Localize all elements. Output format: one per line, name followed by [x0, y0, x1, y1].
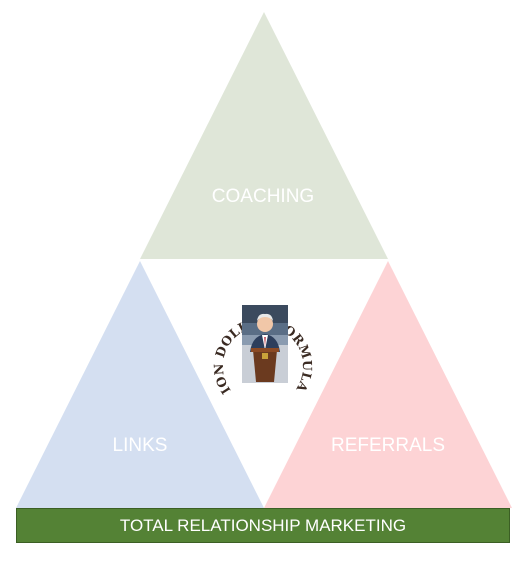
- coaching-label: COACHING: [212, 186, 314, 207]
- speaker-at-podium-icon: [242, 305, 288, 383]
- total-relationship-marketing-banner: TOTAL RELATIONSHIP MARKETING: [16, 508, 510, 543]
- links-triangle: [16, 261, 264, 508]
- coaching-triangle: [140, 12, 388, 259]
- links-label: LINKS: [113, 435, 168, 456]
- referrals-label: REFERRALS: [331, 435, 445, 456]
- referrals-triangle: [264, 261, 512, 508]
